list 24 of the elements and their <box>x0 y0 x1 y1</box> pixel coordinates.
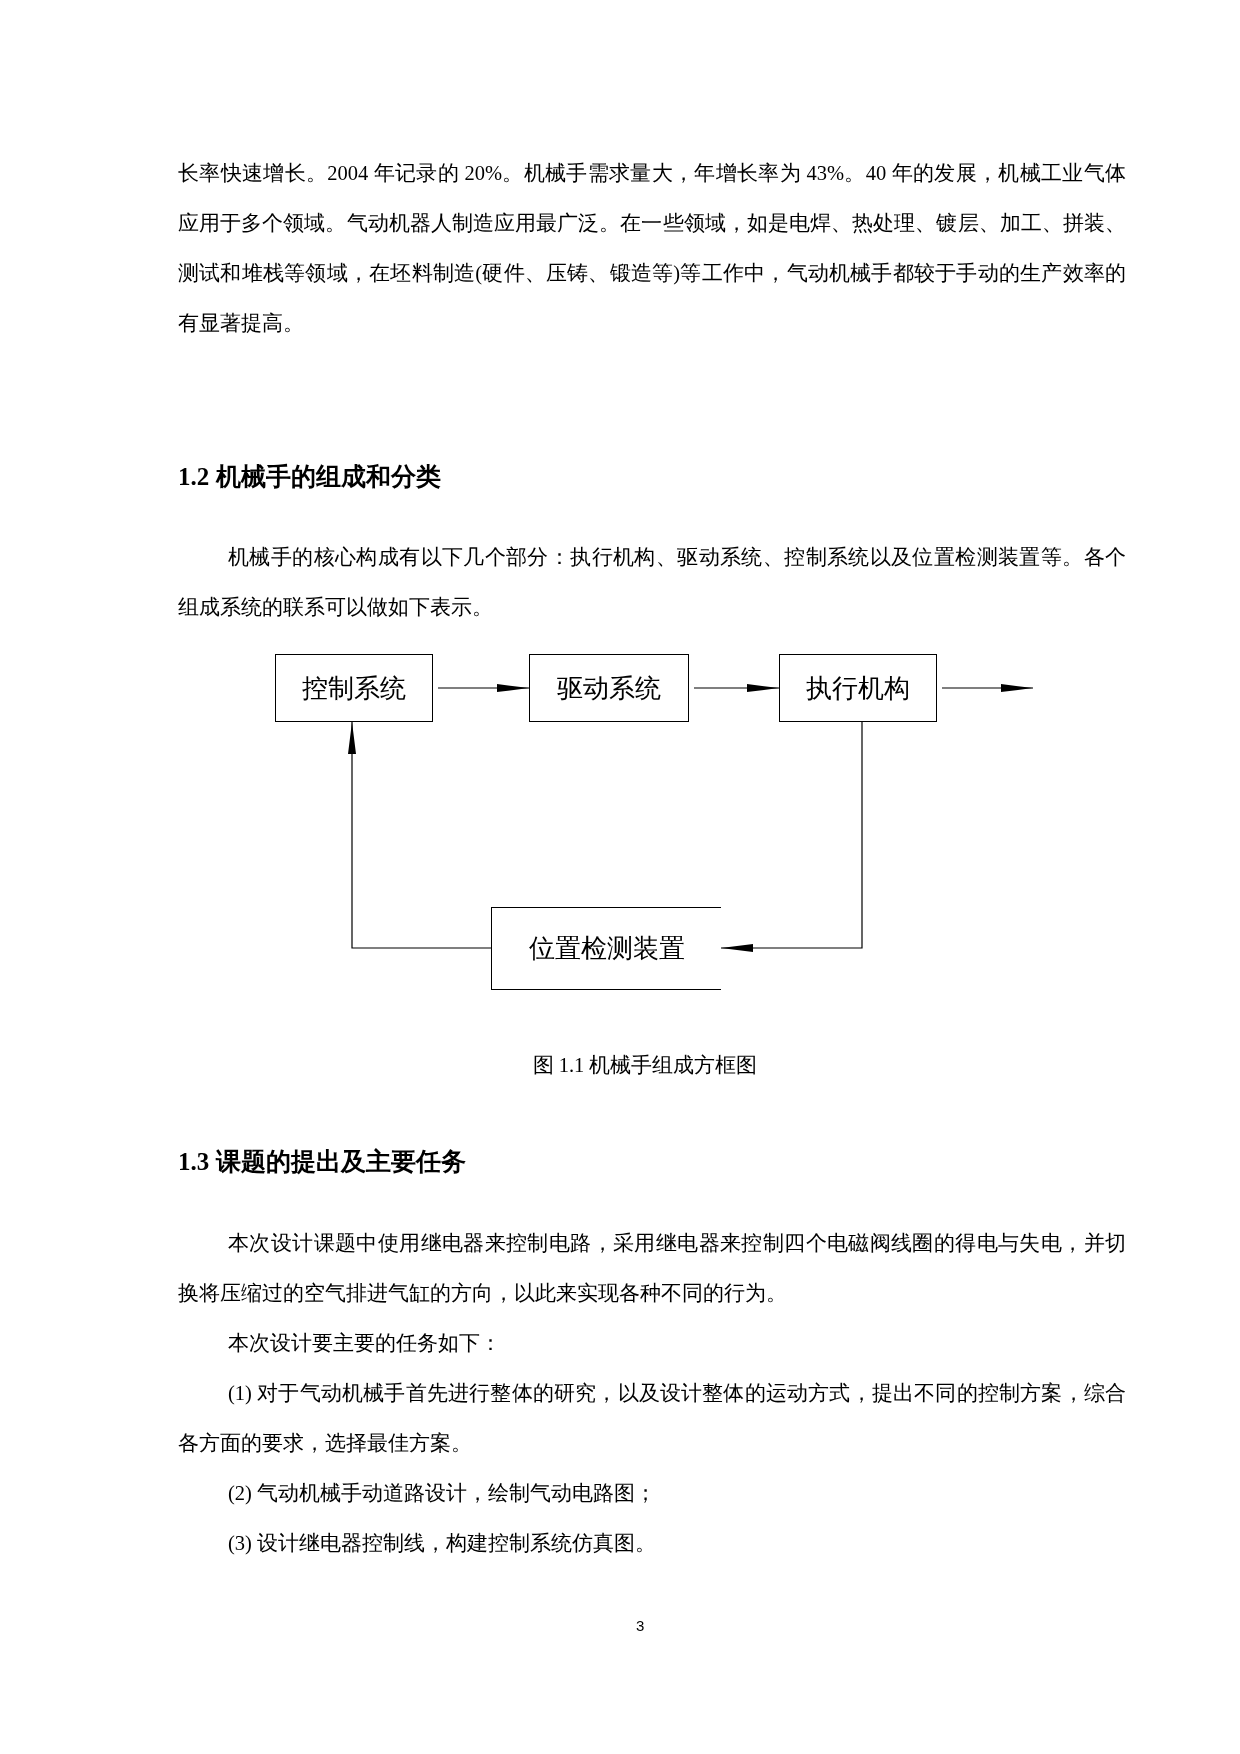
block-box <box>275 654 433 722</box>
section-heading: 1.3 课题的提出及主要任务 <box>178 1147 466 1177</box>
block-box <box>779 654 937 722</box>
figure-caption: 图 1.1 机械手组成方框图 <box>531 1053 759 1078</box>
arrow <box>348 721 492 949</box>
arrow <box>693 684 780 692</box>
paragraph: 长率快速增长。2004 年记录的 20%。机械手需求量大，年增长率为 43%。40 年的发展，机械工业气体应用于多个领域。气动机器人制造应用最广泛。在一些领域，如是电焊、热处理、镀层、加工、拼装、测试和堆栈等领域，在坯料制造(硬件、压铸、锻造等)等工作中，气动机械手都较于手动的生产效率的有显著提高。 <box>178 161 1126 336</box>
block-label: 控制系统 <box>302 671 406 705</box>
paragraph: 本次设计要主要的任务如下： <box>227 1331 502 1356</box>
paragraph: (2) 气动机械手动道路设计，绘制气动电路图； <box>227 1481 658 1506</box>
block-label: 位置检测装置 <box>528 932 685 965</box>
arrow <box>941 684 1034 692</box>
page-number: 3 <box>636 1616 645 1636</box>
block-box <box>529 654 689 722</box>
paragraph: 本次设计课题中使用继电器来控制电路，采用继电器来控制四个电磁阀线圈的得电与失电，并切换将压缩过的空气排进气缸的方向，以此来实现各种不同的行为。 <box>178 1231 1126 1306</box>
section-heading: 1.2 机械手的组成和分类 <box>178 462 441 492</box>
paragraph: (1) 对于气动机械手首先进行整体的研究，以及设计整体的运动方式，提出不同的控制方案，综合各方面的要求，选择最佳方案。 <box>178 1381 1126 1456</box>
paragraph: (3) 设计继电器控制线，构建控制系统仿真图。 <box>227 1531 658 1556</box>
paragraph: 机械手的核心构成有以下几个部分：执行机构、驱动系统、控制系统以及位置检测装置等。各个组成系统的联系可以做如下表示。 <box>178 545 1126 620</box>
arrow <box>437 684 530 692</box>
block-box <box>491 907 721 990</box>
block-label: 执行机构 <box>806 671 910 705</box>
block-label: 驱动系统 <box>557 671 661 705</box>
arrow <box>720 721 863 952</box>
